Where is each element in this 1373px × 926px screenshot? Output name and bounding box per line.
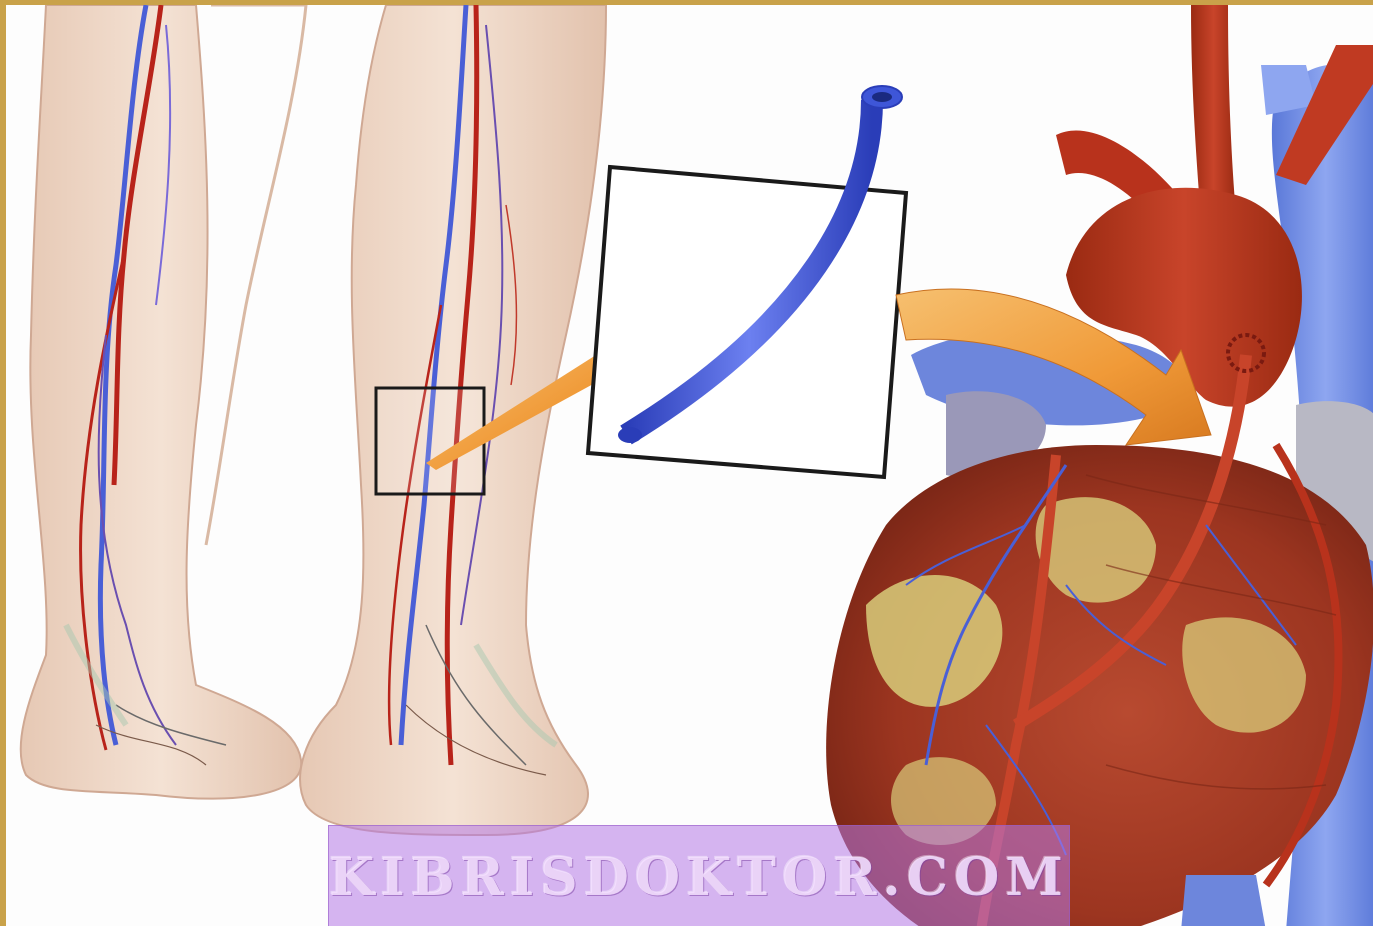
left-leg-illustration xyxy=(21,5,306,799)
bypass-illustration xyxy=(6,5,1373,926)
heart-illustration xyxy=(826,5,1373,926)
watermark-text: KIBRISDOKTOR.COM xyxy=(329,847,1069,908)
watermark-banner: KIBRISDOKTOR.COM xyxy=(328,825,1070,926)
